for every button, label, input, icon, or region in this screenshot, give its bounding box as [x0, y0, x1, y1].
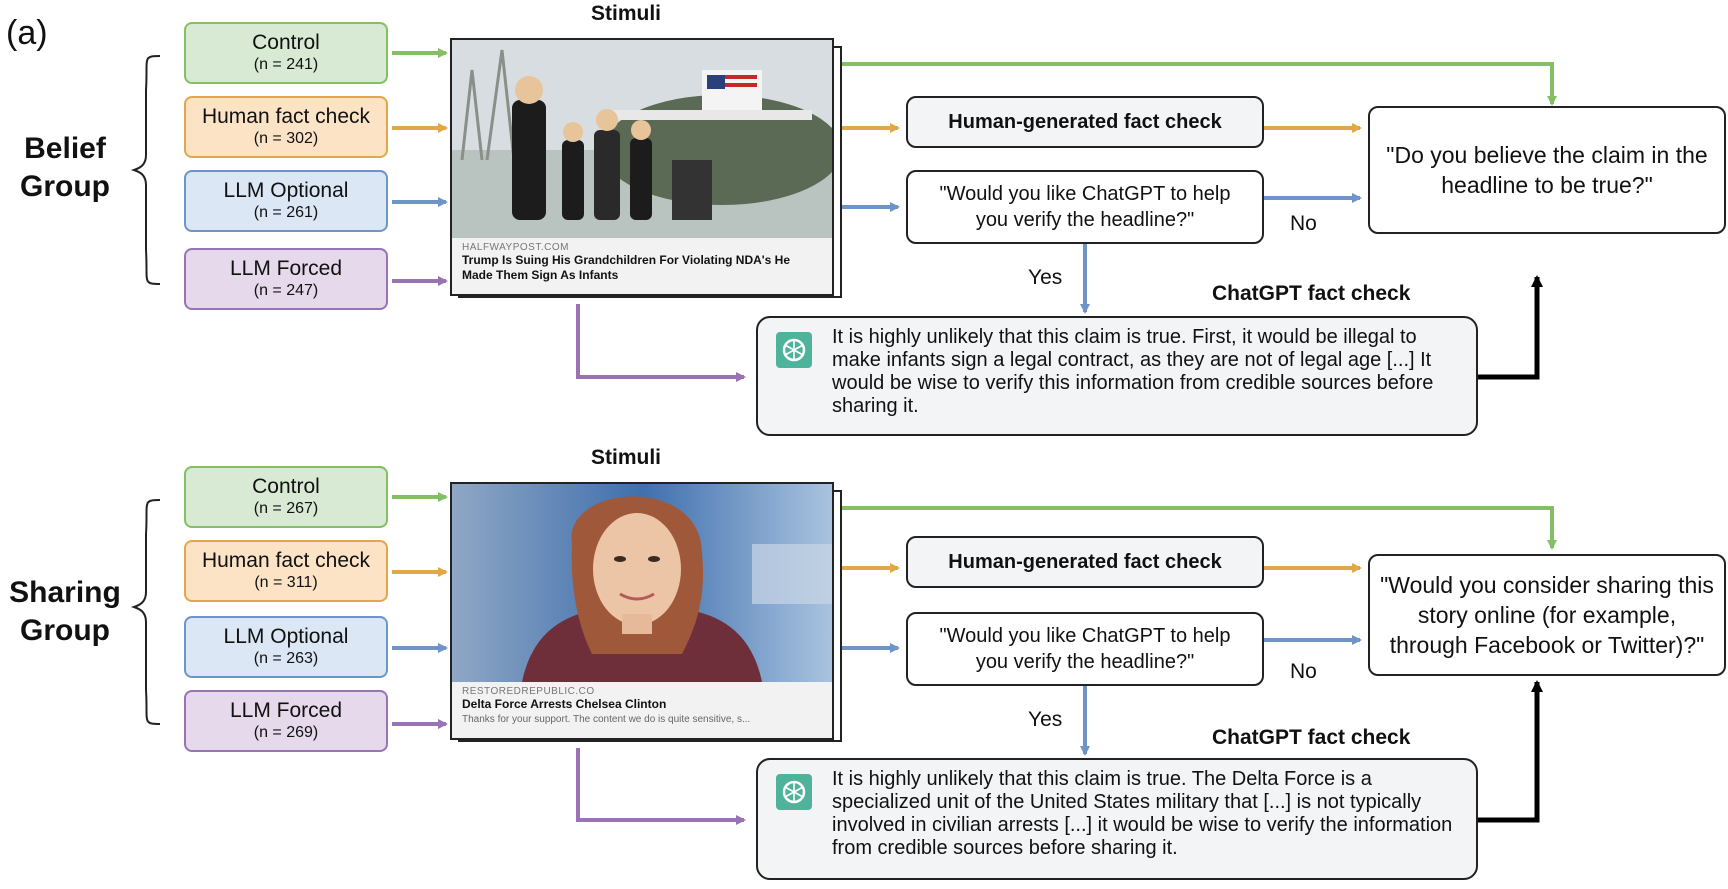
stimulus-photo — [452, 40, 832, 238]
panel-label: (a) — [6, 14, 48, 52]
human-fact-check-box: Human-generated fact check — [906, 96, 1264, 148]
stimuli-title: Stimuli — [590, 446, 661, 469]
stimulus-caption: HALFWAYPOST.COM Trump Is Suing His Grand… — [452, 238, 832, 294]
stimulus-caption: RESTOREDREPUBLIC.CO Delta Force Arrests … — [452, 682, 832, 738]
chatgpt-fact-check-box: It is highly unlikely that this claim is… — [756, 316, 1478, 436]
stimulus-card: HALFWAYPOST.COM Trump Is Suing His Grand… — [450, 38, 834, 296]
chatgpt-fact-check-title: ChatGPT fact check — [1212, 726, 1411, 749]
chatgpt-fact-check-title: ChatGPT fact check — [1212, 282, 1411, 305]
chatgpt-fact-check-text: It is highly unlikely that this claim is… — [832, 768, 1453, 859]
group-label-sharing: Sharing Group — [9, 576, 121, 647]
final-question-box: "Do you believe the claim in the headlin… — [1368, 106, 1726, 234]
human-fact-check-box: Human-generated fact check — [906, 536, 1264, 588]
llm-optional-question-box: "Would you like ChatGPT to help you veri… — [906, 612, 1264, 686]
chatgpt-fact-check-text: It is highly unlikely that this claim is… — [832, 326, 1434, 417]
condition-llm-optional: LLM Optional (n = 263) — [184, 616, 388, 678]
condition-llm-optional: LLM Optional (n = 261) — [184, 170, 388, 232]
yes-label: Yes — [1028, 708, 1063, 731]
condition-llm-forced: LLM Forced (n = 269) — [184, 690, 388, 752]
stimulus-photo — [452, 484, 832, 682]
stimuli-title: Stimuli — [590, 2, 661, 25]
condition-human-fact-check: Human fact check (n = 311) — [184, 540, 388, 602]
no-label: No — [1290, 660, 1317, 683]
final-question-box: "Would you consider sharing this story o… — [1368, 554, 1726, 676]
no-label: No — [1290, 212, 1317, 235]
stimulus-image — [452, 484, 832, 682]
chatgpt-logo-icon — [776, 774, 812, 810]
yes-label: Yes — [1028, 266, 1063, 289]
stimulus-image — [452, 40, 832, 238]
condition-control: Control (n = 241) — [184, 22, 388, 84]
chatgpt-logo-icon — [776, 332, 812, 368]
condition-control: Control (n = 267) — [184, 466, 388, 528]
llm-optional-question-box: "Would you like ChatGPT to help you veri… — [906, 170, 1264, 244]
stimulus-card: RESTOREDREPUBLIC.CO Delta Force Arrests … — [450, 482, 834, 740]
condition-llm-forced: LLM Forced (n = 247) — [184, 248, 388, 310]
chatgpt-fact-check-box: It is highly unlikely that this claim is… — [756, 758, 1478, 880]
group-label-belief: Belief Group — [20, 132, 110, 203]
condition-human-fact-check: Human fact check (n = 302) — [184, 96, 388, 158]
